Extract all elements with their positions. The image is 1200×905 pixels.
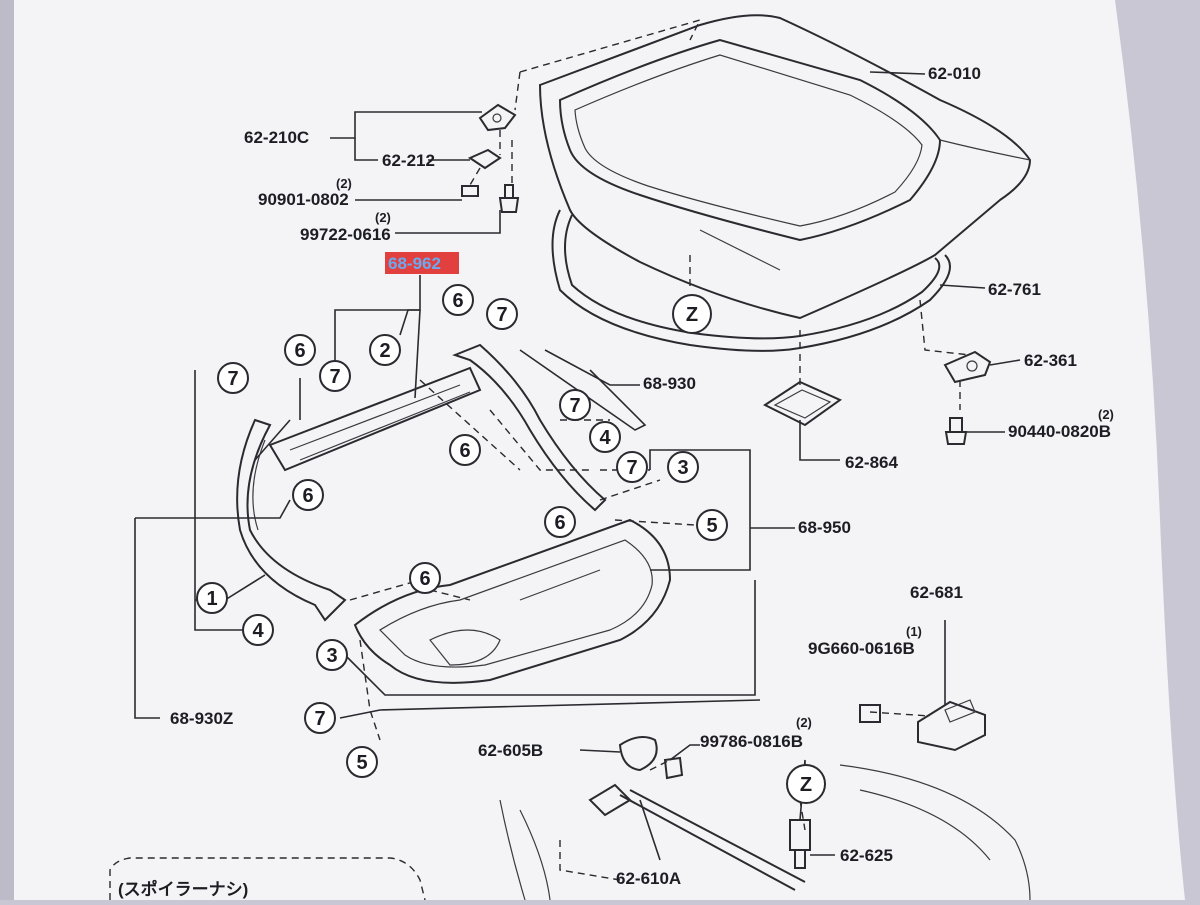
lock-actuator-part [859,699,986,752]
cover-cap-part [618,735,684,780]
note-box [109,857,426,901]
qty-label-99722-0616: (2) [375,210,391,225]
svg-text:6: 6 [459,440,470,462]
background-curves [499,764,1031,901]
part-label-62-864: 62-864 [845,453,898,472]
svg-text:6: 6 [452,290,463,312]
callout-2: 2 [369,334,401,366]
svg-text:7: 7 [314,708,325,730]
callout-7: 7 [217,362,249,394]
part-label-62-605b: 62-605B [478,741,543,760]
callout-7: 7 [616,451,648,483]
svg-text:3: 3 [677,457,688,479]
side-trim-right-part [452,343,607,512]
part-label-62-210c: 62-210C [244,128,309,147]
svg-text:1: 1 [206,588,217,610]
svg-text:7: 7 [626,457,637,479]
callout-3: 3 [667,451,699,483]
callout-1: 1 [196,582,228,614]
callout-7: 7 [304,702,336,734]
trunk-lid-part [538,14,1032,320]
svg-text:4: 4 [599,427,611,449]
part-label-62-610a: 62-610A [616,869,681,888]
weatherstrip-part [551,209,951,352]
callout-z-lower: Z [786,764,826,804]
part-label-62-361: 62-361 [1024,351,1077,370]
part-label-99786-0816b: 99786-0816B [700,732,803,751]
part-label-68-950: 68-950 [798,518,851,537]
callout-z-upper: Z [672,294,712,334]
callout-6: 6 [442,284,474,316]
part-label-90440-0820b: 90440-0820B [1008,422,1111,441]
pad-part [762,380,842,427]
qty-label-9g660-0616b: (1) [906,624,922,639]
svg-text:5: 5 [706,515,717,537]
qty-label-99786-0816b: (2) [796,715,812,730]
svg-text:7: 7 [329,366,340,388]
callout-6: 6 [544,506,576,538]
svg-text:Z: Z [686,304,698,326]
part-label-68-930z: 68-930Z [170,709,233,728]
no-spoiler-note: (スポイラーナシ) [118,879,248,899]
callout-7: 7 [486,298,518,330]
callout-5: 5 [346,746,378,778]
svg-text:2: 2 [379,340,390,362]
callout-4: 4 [242,614,274,646]
callout-4: 4 [589,421,621,453]
svg-text:6: 6 [554,512,565,534]
part-label-62-761: 62-761 [988,280,1041,299]
latch-part [943,350,992,445]
part-label-62-010: 62-010 [928,64,981,83]
svg-text:7: 7 [496,304,507,326]
svg-text:5: 5 [356,752,367,774]
part-label-62-625: 62-625 [840,846,893,865]
qty-label-90440-0820b: (2) [1098,407,1114,422]
svg-text:7: 7 [227,368,238,390]
callout-6: 6 [409,562,441,594]
callout-6: 6 [449,434,481,466]
callout-3: 3 [316,639,348,671]
paper-left-shadow [0,0,14,900]
svg-text:6: 6 [294,340,305,362]
callout-6: 6 [292,479,324,511]
qty-label-90901-0802: (2) [336,176,352,191]
svg-text:6: 6 [302,485,313,507]
part-label-90901-0802: 90901-0802 [258,190,349,209]
part-label-62-212: 62-212 [382,151,435,170]
part-label-9g660-0616b: 9G660-0616B [808,639,915,658]
svg-text:6: 6 [419,568,430,590]
callout-7: 7 [559,389,591,421]
hinge-bracket-part [461,103,520,213]
side-trim-left-part [236,418,347,622]
svg-text:3: 3 [326,645,337,667]
callout-7: 7 [319,360,351,392]
callout-6: 6 [284,334,316,366]
svg-text:7: 7 [569,395,580,417]
part-label-68-930: 68-930 [643,374,696,393]
trim-strip-part [268,366,482,472]
gas-strut-part [588,783,811,891]
callout-5: 5 [696,509,728,541]
part-label-62-681: 62-681 [910,583,963,602]
svg-text:4: 4 [252,620,264,642]
part-label-99722-0616: 99722-0616 [300,225,391,244]
part-label-68-962[interactable]: 68-962 [388,254,441,273]
svg-text:Z: Z [800,774,812,796]
highlight-box [385,252,459,274]
